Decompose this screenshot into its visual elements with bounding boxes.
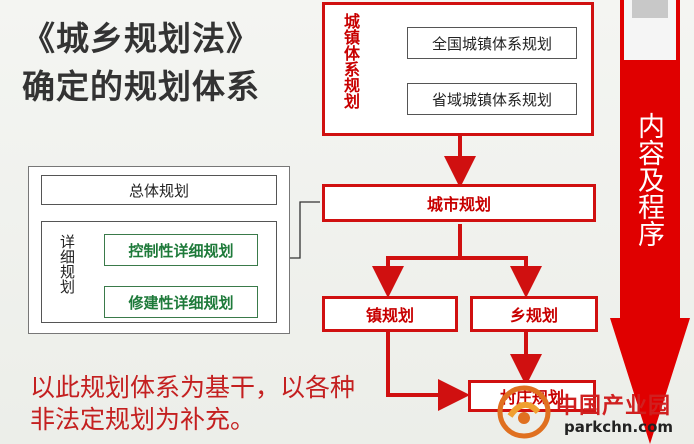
city-plan-box: 城市规划 — [322, 184, 596, 222]
constructive-detailed-plan-box: 修建性详细规划 — [104, 286, 258, 318]
urban-town-system-box: 城镇体系规划 全国城镇体系规划 省域城镇体系规划 — [322, 2, 594, 136]
site-logo: 中国产业园 parkchn.com — [494, 382, 694, 444]
overall-plan-box: 总体规划 — [41, 175, 277, 205]
footnote-text: 以此规划体系为基干，以各种非法定规划为补充。 — [30, 373, 356, 434]
down-arrow-icon — [610, 0, 690, 444]
footnote: 以此规划体系为基干，以各种非法定规划为补充。 — [30, 372, 360, 436]
logo-url: parkchn.com — [564, 418, 674, 436]
village-plan-box: 村庄规划 — [468, 380, 596, 412]
title-line-1: 《城乡规划法》 — [22, 19, 260, 58]
logo-emblem-icon — [497, 385, 551, 439]
regulatory-detailed-plan-box: 控制性详细规划 — [104, 234, 258, 266]
logo-text: 中国产业园 — [556, 394, 672, 419]
title-line-2: 确定的规划体系 — [22, 67, 260, 106]
provincial-system-plan-box: 省域城镇体系规划 — [407, 83, 577, 115]
urban-town-system-label: 城镇体系规划 — [341, 13, 360, 109]
town-plan-box: 镇规划 — [322, 296, 458, 332]
detailed-plan-label: 详细规划 — [58, 234, 76, 294]
planning-stack-frame: 总体规划 详细规划 控制性详细规划 修建性详细规划 — [28, 166, 290, 334]
township-plan-box: 乡规划 — [470, 296, 598, 332]
content-procedure-label: 内容及程序 — [633, 112, 664, 247]
national-system-plan-box: 全国城镇体系规划 — [407, 27, 577, 59]
detailed-plan-box: 详细规划 控制性详细规划 修建性详细规划 — [41, 221, 277, 323]
